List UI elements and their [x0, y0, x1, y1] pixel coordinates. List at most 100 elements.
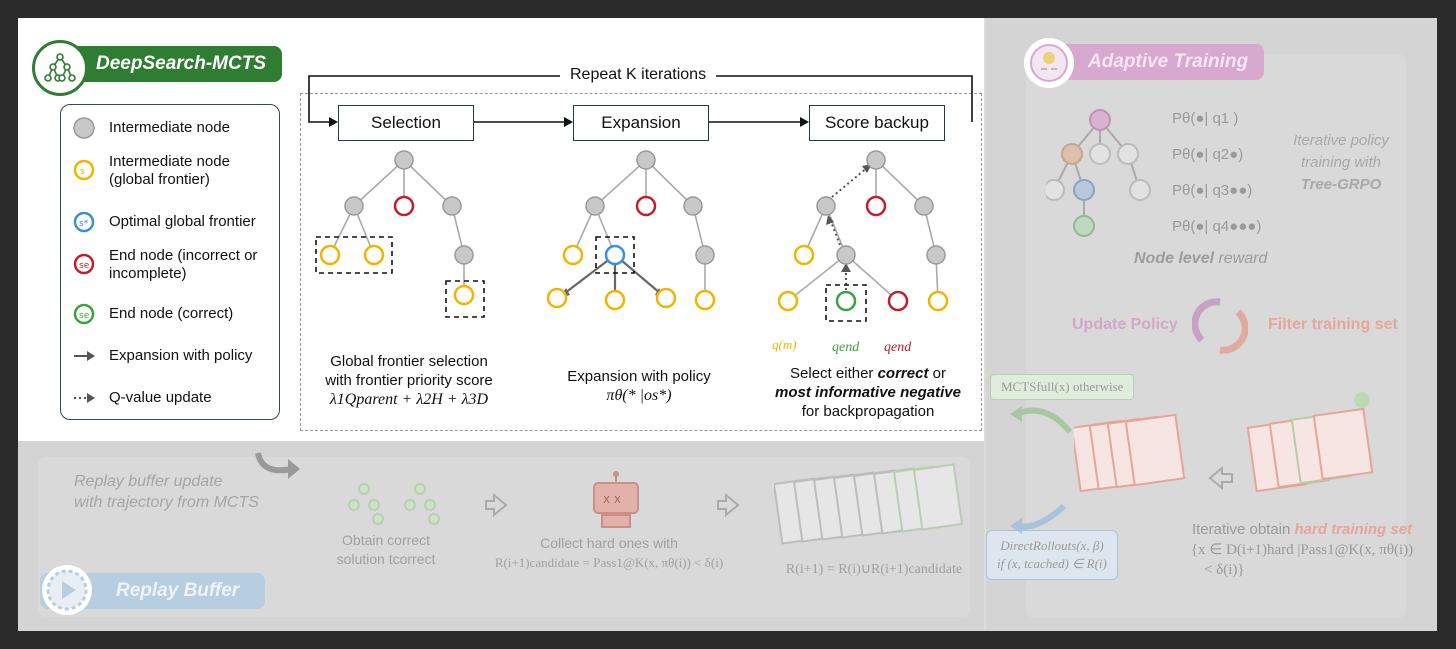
q-label-end-correct: qend	[832, 340, 860, 355]
score-backup-caption: Select either correct or most informativ…	[760, 364, 976, 421]
hard-line-1b: hard training set	[1294, 521, 1413, 538]
selection-caption-formula: λ1Qparent + λ2H + λ3D	[329, 391, 489, 408]
adaptive-title-text: Adaptive Training	[1088, 51, 1249, 72]
repeat-loop-connector	[308, 75, 973, 127]
collect-line-2: R(i+1)candidate = Pass1@K(x, πθ(i)) < δ(…	[494, 555, 724, 570]
direct-line-1: DirectRollouts(x, β)	[1000, 538, 1104, 553]
node-level-bold: Node level	[1134, 250, 1215, 267]
replay-update-line-2: with trajectory from MCTS	[74, 494, 259, 511]
backup-caption-bold-1: correct	[877, 365, 929, 382]
left-arrow-outline-icon	[1208, 466, 1233, 490]
svg-text:s: s	[80, 167, 85, 177]
selection-caption-line-1: Global frontier selection	[330, 353, 488, 370]
main-title: DeepSearch-MCTS	[32, 40, 282, 96]
adaptive-training-panel: Adaptive Training Pθ(●| q1 ) Pθ(●| q2●) …	[986, 18, 1437, 631]
blue-node-icon: s*	[73, 211, 95, 233]
process-dashed-box	[300, 93, 982, 431]
legend-item-frontier: s Intermediate node (global frontier)	[71, 153, 269, 189]
legend-item-optimal: s* Optimal global frontier	[71, 209, 256, 235]
svg-text:s*: s*	[79, 219, 89, 229]
dotted-arrow-icon	[74, 393, 95, 403]
adaptive-card	[1026, 54, 1406, 618]
hard-training-text: Iterative obtain hard training set {x ∈ …	[1182, 520, 1422, 580]
expansion-caption-line-1: Expansion with policy	[567, 368, 711, 385]
replay-buffer-panel: Replay buffer update with trajectory fro…	[18, 441, 984, 631]
correct-solution-trees-icon	[348, 483, 440, 525]
backup-caption-line-3: for backpropagation	[801, 403, 935, 420]
obtain-line-2: solution tcorrect	[336, 551, 436, 567]
policy-training-text: Iterative policy training with Tree-GRPO	[1276, 130, 1406, 196]
node-level-rest: reward	[1214, 250, 1268, 267]
selection-tree-diagram	[315, 150, 485, 318]
replay-update-text: Replay buffer update with trajectory fro…	[74, 471, 259, 513]
legend-label-qvalue: Q-value update	[109, 389, 212, 406]
node-level-reward: Node level reward	[1134, 250, 1267, 268]
prob-4: Pθ(●| q4●●●)	[1172, 218, 1262, 235]
expansion-caption: Expansion with policy πθ(* |os*)	[544, 367, 734, 405]
gray-node-icon	[73, 117, 95, 139]
adaptive-title: Adaptive Training	[1024, 38, 1265, 88]
policy-line-2: training with	[1300, 154, 1382, 171]
selection-caption-line-2: with frontier priority score	[325, 372, 493, 389]
policy-line-3: Tree-GRPO	[1300, 176, 1382, 193]
svg-text:se: se	[79, 311, 90, 321]
q-label-end-incorrect: qend	[884, 340, 912, 355]
robot-icon: x x	[593, 471, 639, 528]
yellow-node-icon: s	[73, 159, 95, 181]
backup-caption-bold-2: most informative negative	[775, 384, 961, 401]
legend-label-frontier: Intermediate node (global frontier)	[109, 153, 230, 188]
replay-title: Replay Buffer	[40, 565, 266, 615]
legend-label-optimal: Optimal global frontier	[109, 213, 256, 230]
tree-logo-icon	[32, 40, 88, 96]
collect-hard-text: Collect hard ones with R(i+1)candidate =…	[474, 533, 744, 573]
expansion-tree-diagram	[546, 150, 716, 311]
backup-caption-1b: or	[928, 365, 946, 382]
legend-item-intermediate: Intermediate node	[71, 115, 230, 141]
stage-expansion: Expansion	[573, 105, 709, 141]
red-node-icon: se	[73, 253, 95, 275]
score-backup-tree-diagram	[777, 150, 949, 322]
obtain-correct-text: Obtain correct solution tcorrect	[326, 531, 446, 569]
svg-text:se: se	[79, 261, 90, 271]
hard-line-2: {x ∈ D(i+1)hard |Pass1@K(x, πθ(i))	[1190, 542, 1414, 558]
legend-label-end-correct: End node (correct)	[109, 305, 234, 322]
lightbulb-icon	[1024, 38, 1074, 88]
replay-title-text: Replay Buffer	[116, 580, 240, 601]
direct-line-2: if (x, tcached) ∈ R(i)	[997, 556, 1107, 571]
update-policy-label: Update Policy	[1072, 316, 1178, 333]
legend: Intermediate node s Intermediate node (g…	[60, 104, 280, 420]
legend-label-expansion: Expansion with policy	[109, 347, 253, 364]
legend-label-intermediate: Intermediate node	[109, 119, 230, 136]
hard-line-3: < δ(i)}	[1204, 562, 1245, 578]
svg-text:x x: x x	[603, 492, 621, 506]
blue-curved-arrow-icon	[1010, 503, 1067, 534]
backup-caption-1a: Select either	[790, 365, 878, 382]
q-label-m: q(m)	[772, 337, 797, 352]
right-arrow-outline-icon-1	[485, 493, 508, 517]
main-title-text: DeepSearch-MCTS	[96, 53, 266, 74]
hard-set-stack-left	[1074, 413, 1186, 493]
replay-play-icon	[42, 565, 92, 615]
selection-caption: Global frontier selection with frontier …	[304, 352, 514, 409]
replay-pages-stack	[774, 463, 964, 545]
adaptive-tree-diagram	[1046, 109, 1151, 237]
green-node-icon: se	[73, 303, 95, 325]
stage-selection: Selection	[338, 105, 474, 141]
filter-training-label: Filter training set	[1268, 316, 1398, 333]
prob-2: Pθ(●| q2●)	[1172, 146, 1244, 163]
union-formula: R(i+1) = R(i)∪R(i+1)candidate	[785, 562, 963, 577]
right-arrow-outline-icon-2	[717, 493, 740, 517]
hard-line-1a: Iterative obtain	[1191, 521, 1295, 538]
replay-update-line-1: Replay buffer update	[74, 473, 223, 490]
solid-arrow-icon	[74, 351, 95, 361]
prob-1: Pθ(●| q1 )	[1172, 110, 1239, 127]
legend-label-end-incorrect: End node (incorrect or incomplete)	[109, 247, 258, 282]
mcts-full-box: MCTSfull(x) otherwise	[990, 374, 1135, 400]
expansion-caption-formula: πθ(* |os*)	[606, 387, 672, 404]
green-curved-arrow-icon	[1010, 406, 1073, 434]
legend-item-expansion: Expansion with policy	[71, 343, 252, 369]
legend-item-end-incorrect: se End node (incorrect or incomplete)	[71, 247, 279, 283]
direct-rollouts-box: DirectRollouts(x, β) if (x, tcached) ∈ R…	[986, 530, 1118, 580]
stage-score-backup: Score backup	[809, 105, 945, 141]
prob-3: Pθ(●| q3●●)	[1172, 182, 1253, 199]
